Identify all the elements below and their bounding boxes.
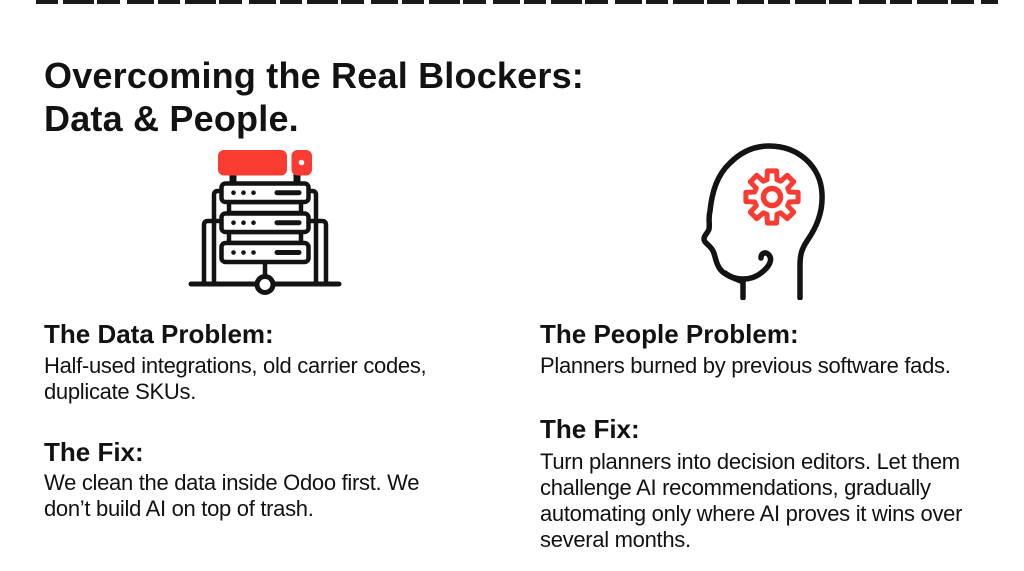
server-rack-icon (188, 150, 342, 295)
people-fix-heading: The Fix: (540, 414, 640, 444)
people-fix-text: Turn planners into decision editors. Let… (540, 449, 963, 552)
page-title: Overcoming the Real Blockers: Data & Peo… (44, 55, 584, 140)
head-gear-icon (701, 143, 825, 300)
data-fix-heading: The Fix: (44, 437, 144, 467)
people-problem-text: Planners burned by previous software fad… (540, 353, 951, 378)
data-problem-text: Half-used integrations, old carrier code… (44, 353, 427, 404)
people-problem-heading: The People Problem: (540, 319, 799, 349)
top-edge-cropped-content (36, 0, 998, 4)
data-fix-text: We clean the data inside Odoo first. We … (44, 470, 420, 521)
data-problem-heading: The Data Problem: (44, 319, 274, 349)
